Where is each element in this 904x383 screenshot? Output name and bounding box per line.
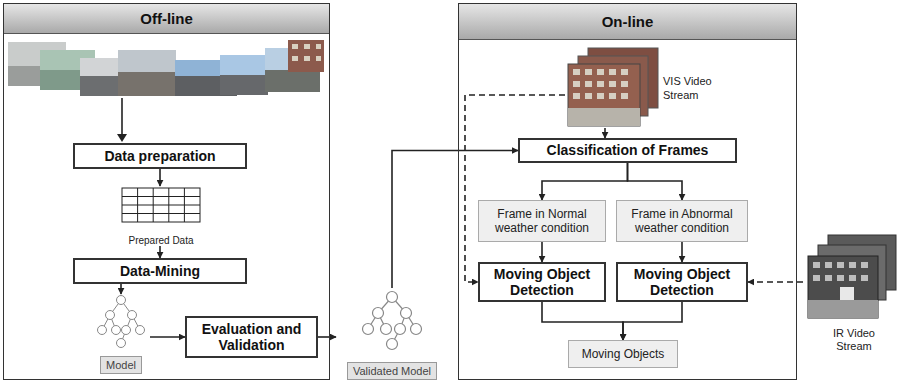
process-box: Classification of Frames xyxy=(518,138,737,163)
label-text: Prepared Data xyxy=(128,235,193,246)
model-tag: Model xyxy=(92,294,150,374)
label-text: VIS Video Stream xyxy=(663,75,725,103)
process-box: Moving Object Detection xyxy=(616,262,748,302)
dashed-arrow xyxy=(465,95,565,282)
vis-video-frames xyxy=(568,48,658,126)
flow-arrow xyxy=(150,336,185,338)
label-text: Moving Object Detection xyxy=(622,266,742,298)
dashed-arrow xyxy=(748,281,803,283)
label-text: Validated Model xyxy=(347,362,437,380)
label-text: Model xyxy=(100,356,142,374)
model-tag: Validated Model xyxy=(336,288,448,380)
label-text: Classification of Frames xyxy=(547,142,709,158)
video-stream: IR Video Stream xyxy=(803,232,901,354)
flow-arrow xyxy=(542,302,623,340)
process-box: Data-Mining xyxy=(73,258,247,284)
label-text: Moving Objects xyxy=(582,347,665,361)
flow-arrow xyxy=(542,163,628,200)
flow-arrow xyxy=(604,128,606,138)
label-text: Data-Mining xyxy=(120,263,200,279)
label-text: Moving Object Detection xyxy=(484,266,600,298)
state-box: Frame in Abnormal weather condition xyxy=(616,200,748,242)
label-text: On-line xyxy=(602,13,654,30)
offline-panel: Off-lineData preparationPrepared DataDat… xyxy=(3,3,330,380)
weather-photo-collage xyxy=(8,40,324,96)
flow-arrow xyxy=(628,163,683,200)
flow-arrow xyxy=(681,242,683,262)
process-box: Moving Object Detection xyxy=(478,262,606,302)
data-table-icon xyxy=(122,188,200,222)
collage-arrow xyxy=(117,98,127,142)
label-text: Data preparation xyxy=(104,148,215,164)
label-text: Off-line xyxy=(140,10,193,27)
online-panel: On-lineVIS Video StreamClassification of… xyxy=(458,3,797,380)
panel-header: Off-line xyxy=(4,4,329,34)
flow-arrow xyxy=(541,242,543,262)
flow-arrow xyxy=(623,302,682,340)
label-text: Evaluation and Validation xyxy=(191,321,312,353)
process-box: Evaluation and Validation xyxy=(185,316,318,358)
flow-arrow xyxy=(159,169,161,186)
flow-arrow xyxy=(120,284,122,294)
process-box: Data preparation xyxy=(73,143,247,169)
output-box: Moving Objects xyxy=(568,340,678,368)
label-text: Frame in Abnormal weather condition xyxy=(621,207,743,236)
label-text: IR Video Stream xyxy=(825,327,883,355)
panel-header: On-line xyxy=(459,4,796,40)
validated-model-tree-icon xyxy=(363,292,422,350)
label-text: Frame in Normal weather condition xyxy=(483,207,601,236)
ir-video-frames xyxy=(808,235,896,318)
video-stream: VIS Video Stream xyxy=(565,45,728,128)
flow-arrow xyxy=(318,336,336,338)
state-box: Frame in Normal weather condition xyxy=(478,200,606,242)
model-tree-icon xyxy=(98,296,145,348)
flow-arrow xyxy=(159,246,161,258)
data-table: Prepared Data xyxy=(116,186,206,246)
